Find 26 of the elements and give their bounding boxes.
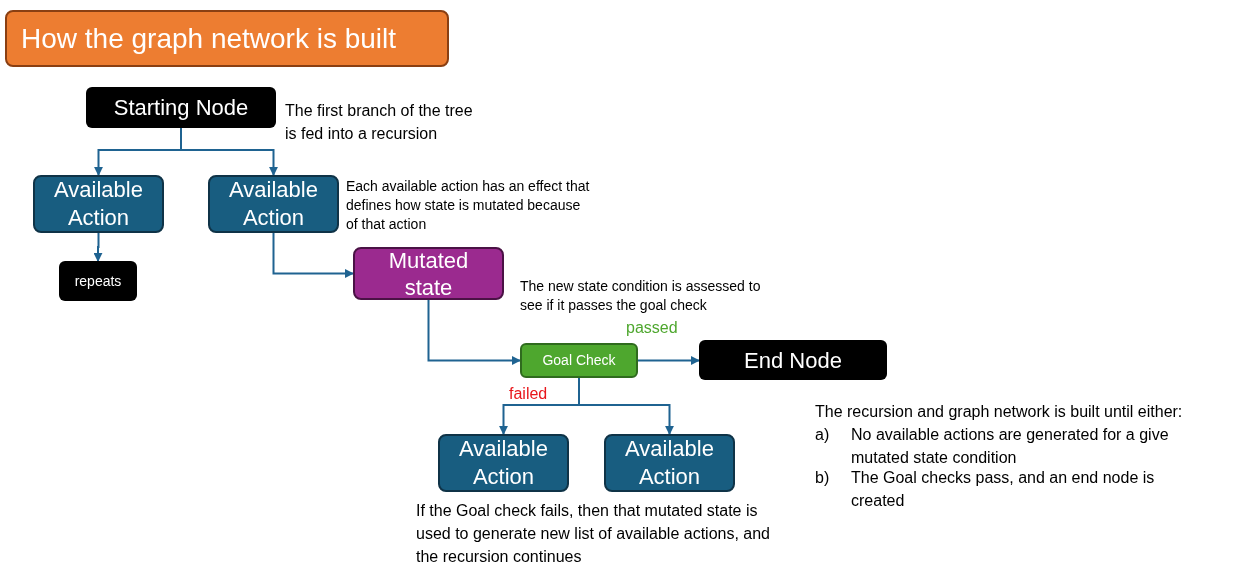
action-box: Available Action xyxy=(438,434,569,492)
title-banner: How the graph network is built xyxy=(5,10,449,67)
mutated-state-box: Mutated state xyxy=(353,247,504,300)
annotation-text: The new state condition is assessed to see if it passes the goal check xyxy=(520,277,762,315)
action-box: Available Action xyxy=(208,175,339,233)
arrow xyxy=(637,356,700,365)
repeats-box: repeats xyxy=(59,261,137,301)
edge-label: passed xyxy=(626,318,678,338)
end-node-box: End Node xyxy=(699,340,887,380)
note-text: If the Goal check fails, then that mutated state is used to generate new list of available actions, and the recursion continues xyxy=(416,501,771,567)
goal-check-box: Goal Check xyxy=(520,343,638,378)
arrow xyxy=(578,377,674,435)
action-box: Available Action xyxy=(604,434,735,492)
start-node-box: Starting Node xyxy=(86,87,276,128)
arrow xyxy=(427,299,521,365)
list-item-text: No available actions are generated for a give mutated state condition xyxy=(851,425,1170,468)
arrow xyxy=(272,232,354,278)
annotation-text: Each available action has an effect that defines how state is mutated because of that action xyxy=(346,177,591,234)
arrow xyxy=(93,232,103,262)
annotation-text: The first branch of the tree is fed into a recursion xyxy=(285,101,474,144)
arrow xyxy=(180,127,278,176)
action-box: Available Action xyxy=(33,175,164,233)
note-text: The recursion and graph network is built until either: xyxy=(815,402,1184,422)
list-marker: b) xyxy=(815,468,831,488)
list-item-text: The Goal checks pass, and an end node is created xyxy=(851,468,1156,511)
list-marker: a) xyxy=(815,425,831,445)
